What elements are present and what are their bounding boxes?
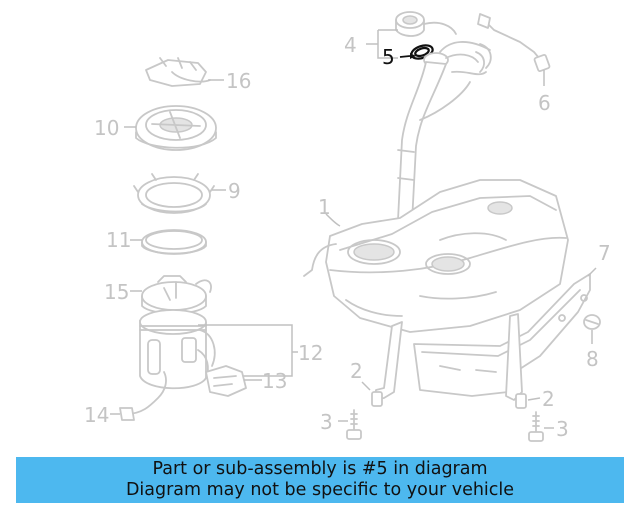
part-8-grommet: [583, 314, 601, 330]
callout-12: 12: [298, 341, 323, 365]
callout-2a: 2: [350, 359, 363, 383]
info-banner: Part or sub-assembly is #5 in diagram Di…: [16, 457, 624, 503]
callout-3b: 3: [556, 417, 569, 441]
part-3-bolt-right: [528, 411, 544, 442]
part-1-fuel-tank: [303, 179, 569, 333]
banner-line-disclaimer: Diagram may not be specific to your vehi…: [125, 480, 515, 500]
callout-14: 14: [84, 403, 109, 427]
callout-3a: 3: [320, 410, 333, 434]
callout-7: 7: [598, 241, 611, 265]
banner-line-part: Part or sub-assembly is #5 in diagram: [152, 459, 488, 479]
part-2-clip-right: [515, 393, 527, 409]
callout-9: 9: [228, 179, 241, 203]
callout-4: 4: [344, 33, 357, 57]
part-11-seal: [141, 229, 207, 255]
part-16-connector: [145, 57, 211, 87]
callout-13: 13: [262, 369, 287, 393]
callout-5: 5: [382, 45, 395, 69]
part-14-harness: [119, 371, 167, 421]
callout-6: 6: [538, 91, 551, 115]
part-13-bracket: [205, 365, 247, 397]
callout-10: 10: [94, 116, 119, 140]
tank-strap-right: [505, 313, 523, 401]
callout-16: 16: [226, 69, 251, 93]
callout-11: 11: [106, 228, 131, 252]
part-4-fuel-cap: [395, 11, 457, 37]
part-6-vent-line: [477, 13, 551, 72]
part-2-clip-left: [371, 391, 383, 407]
part-10-lock-ring: [135, 105, 217, 151]
tank-strap-left: [373, 321, 403, 401]
part-9-retainer: [133, 173, 215, 214]
callout-1: 1: [318, 195, 331, 219]
callout-2b: 2: [542, 387, 555, 411]
part-12-fuel-pump-module: [139, 309, 216, 390]
parts-diagram: 16 10 9 11 15 1: [84, 11, 611, 442]
part-15-pump-flange: [141, 275, 212, 315]
callout-8: 8: [586, 347, 599, 371]
callout-15: 15: [104, 280, 129, 304]
part-3-bolt-left: [346, 409, 362, 440]
